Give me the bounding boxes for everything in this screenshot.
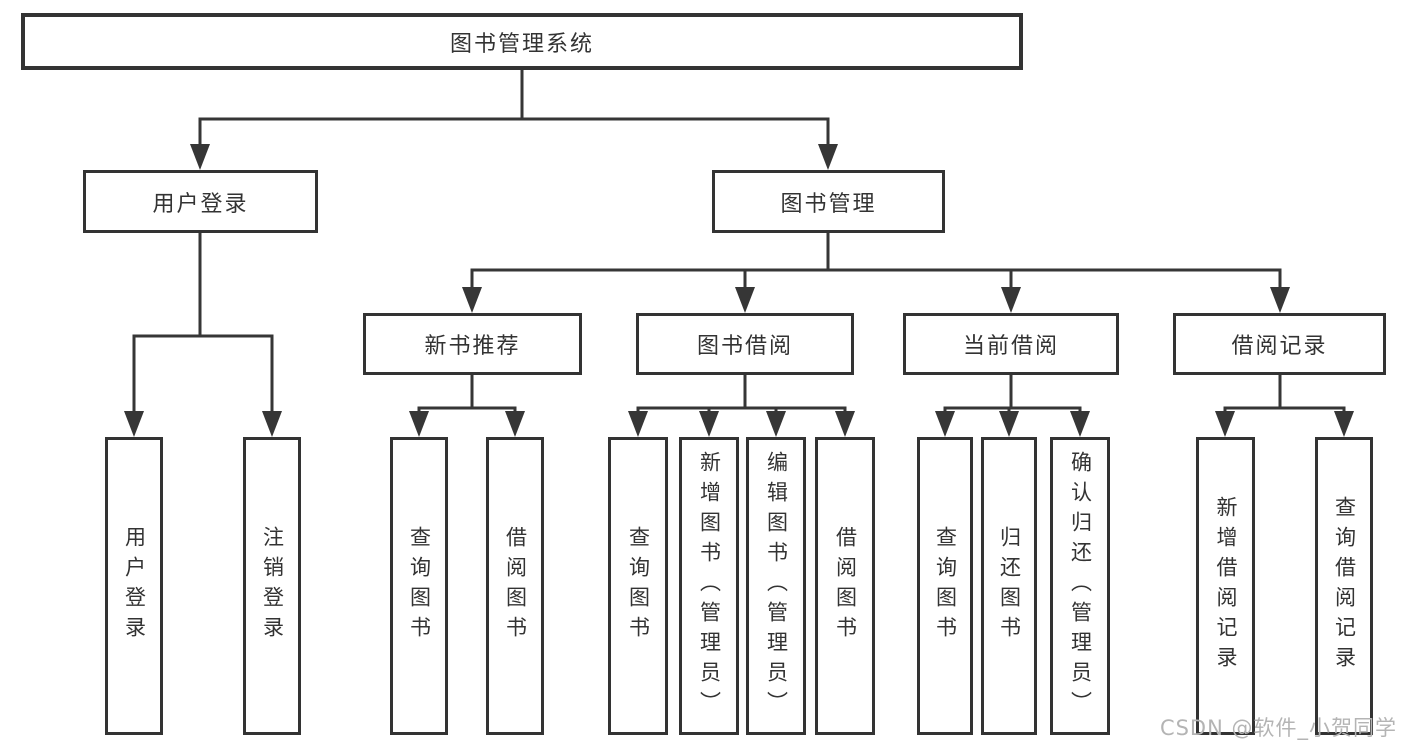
node-new-book-recommend: 新书推荐 <box>363 313 582 375</box>
leaf-user-login: 用户登录 <box>105 437 163 735</box>
leaf-edit-book-admin-label: 编辑图书（管理员） <box>764 451 789 721</box>
node-root-system: 图书管理系统 <box>21 13 1023 70</box>
leaf-current-query-book-label: 查询图书 <box>933 526 958 646</box>
node-user-login-label: 用户登录 <box>152 191 249 217</box>
leaf-return-book-label: 归还图书 <box>997 526 1022 646</box>
leaf-current-query-book: 查询图书 <box>917 437 973 735</box>
node-borrow-records-label: 借阅记录 <box>1231 334 1328 359</box>
leaf-borrow-query-book: 查询图书 <box>608 437 668 735</box>
leaf-add-borrow-record: 新增借阅记录 <box>1196 437 1255 735</box>
node-new-book-recommend-label: 新书推荐 <box>424 334 521 359</box>
leaf-query-borrow-record: 查询借阅记录 <box>1315 437 1373 735</box>
node-current-borrow-label: 当前借阅 <box>962 334 1059 359</box>
leaf-recommend-borrow-book-label: 借阅图书 <box>503 526 528 646</box>
connector-borrow-records-children <box>1215 375 1354 437</box>
connector-current-borrow-children <box>935 375 1090 437</box>
node-book-borrow: 图书借阅 <box>636 313 854 375</box>
node-current-borrow: 当前借阅 <box>903 313 1119 375</box>
leaf-recommend-query-book: 查询图书 <box>390 437 448 735</box>
connector-new-book-children <box>409 375 525 437</box>
leaf-user-login-label: 用户登录 <box>122 526 147 646</box>
leaf-recommend-borrow-book: 借阅图书 <box>486 437 544 735</box>
leaf-confirm-return-admin-label: 确认归还（管理员） <box>1068 451 1093 721</box>
connector-book-borrow-children <box>628 375 855 437</box>
leaf-edit-book-admin: 编辑图书（管理员） <box>746 437 806 735</box>
node-book-management: 图书管理 <box>712 170 945 233</box>
leaf-confirm-return-admin: 确认归还（管理员） <box>1050 437 1110 735</box>
leaf-add-book-admin: 新增图书（管理员） <box>679 437 739 735</box>
leaf-recommend-query-book-label: 查询图书 <box>407 526 432 646</box>
node-book-management-label: 图书管理 <box>780 191 877 217</box>
leaf-logout-label: 注销登录 <box>260 526 285 646</box>
leaf-borrow-book-label: 借阅图书 <box>833 526 858 646</box>
node-borrow-records: 借阅记录 <box>1173 313 1386 375</box>
node-root-label: 图书管理系统 <box>449 31 594 57</box>
leaf-add-book-admin-label: 新增图书（管理员） <box>697 451 722 721</box>
connector-book-management-children <box>462 233 1290 313</box>
leaf-borrow-query-book-label: 查询图书 <box>626 526 651 646</box>
leaf-logout: 注销登录 <box>243 437 301 735</box>
connector-root-to-level2 <box>190 69 838 170</box>
leaf-add-borrow-record-label: 新增借阅记录 <box>1214 496 1238 676</box>
connector-user-login-children <box>124 233 282 437</box>
leaf-query-borrow-record-label: 查询借阅记录 <box>1332 496 1357 676</box>
node-user-login: 用户登录 <box>83 170 318 233</box>
csdn-watermark: CSDN @软件_小贺同学 <box>1159 716 1397 740</box>
leaf-return-book: 归还图书 <box>981 437 1037 735</box>
node-book-borrow-label: 图书借阅 <box>696 334 793 359</box>
leaf-borrow-book: 借阅图书 <box>815 437 875 735</box>
